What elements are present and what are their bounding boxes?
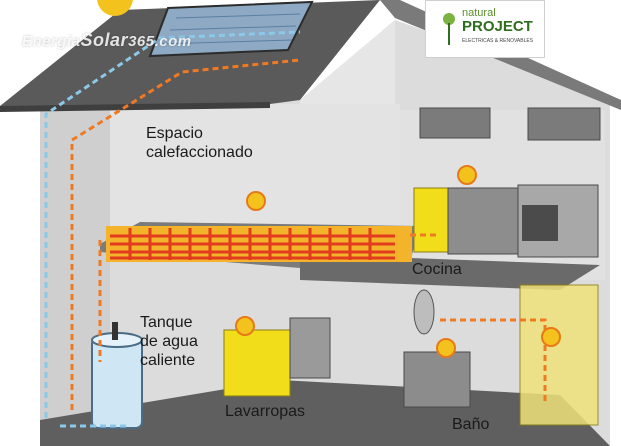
return-pipes <box>44 30 301 428</box>
tree-icon <box>443 13 455 45</box>
underfloor-heating-coil <box>106 226 412 262</box>
kitchen-counter <box>447 187 519 255</box>
washing-machine-label: Lavarropas <box>225 403 306 420</box>
bathroom-sink-cabinet <box>403 351 471 408</box>
logo-line3: ELECTRICAS & RENOVABLES <box>462 38 534 44</box>
washing-machine-body <box>223 329 291 397</box>
heat-source-icon-bathroom <box>436 338 456 358</box>
watermark-prefix: Energia <box>22 33 81 50</box>
bathroom-label: Baño <box>452 416 490 433</box>
kitchen-upper-cabinet-right <box>527 107 601 141</box>
solar-panel <box>148 0 314 58</box>
kitchen-water-heater <box>413 187 449 253</box>
bathroom-mirror <box>413 289 435 335</box>
heat-source-icon-kitchen <box>457 165 477 185</box>
logo-line1: natural <box>462 7 496 19</box>
shower <box>519 284 599 426</box>
kitchen-label: Cocina <box>412 261 462 278</box>
sun-icon <box>97 0 133 16</box>
heat-source-icon-shower <box>541 327 561 347</box>
kitchen-upper-cabinet-left <box>419 107 491 139</box>
logo-line2: PROJECT <box>462 18 533 35</box>
watermark-brand: Solar <box>80 30 129 50</box>
heat-source-icon-heated-space <box>246 191 266 211</box>
watermark-suffix: 365.com <box>128 33 192 50</box>
washing-machine-side <box>289 317 331 379</box>
site-watermark: EnergiaSolar365.com <box>22 30 192 51</box>
heat-source-icon-washer <box>235 316 255 336</box>
hot-water-tank-label: Tanque de agua caliente <box>140 314 198 369</box>
natural-project-logo: natural PROJECT ELECTRICAS & RENOVABLES <box>425 0 545 58</box>
hot-pipes <box>70 58 547 410</box>
heated-space-label: Espacio calefaccionado <box>146 125 253 161</box>
roof-edge <box>0 102 270 112</box>
interior-right-wall <box>300 20 395 110</box>
